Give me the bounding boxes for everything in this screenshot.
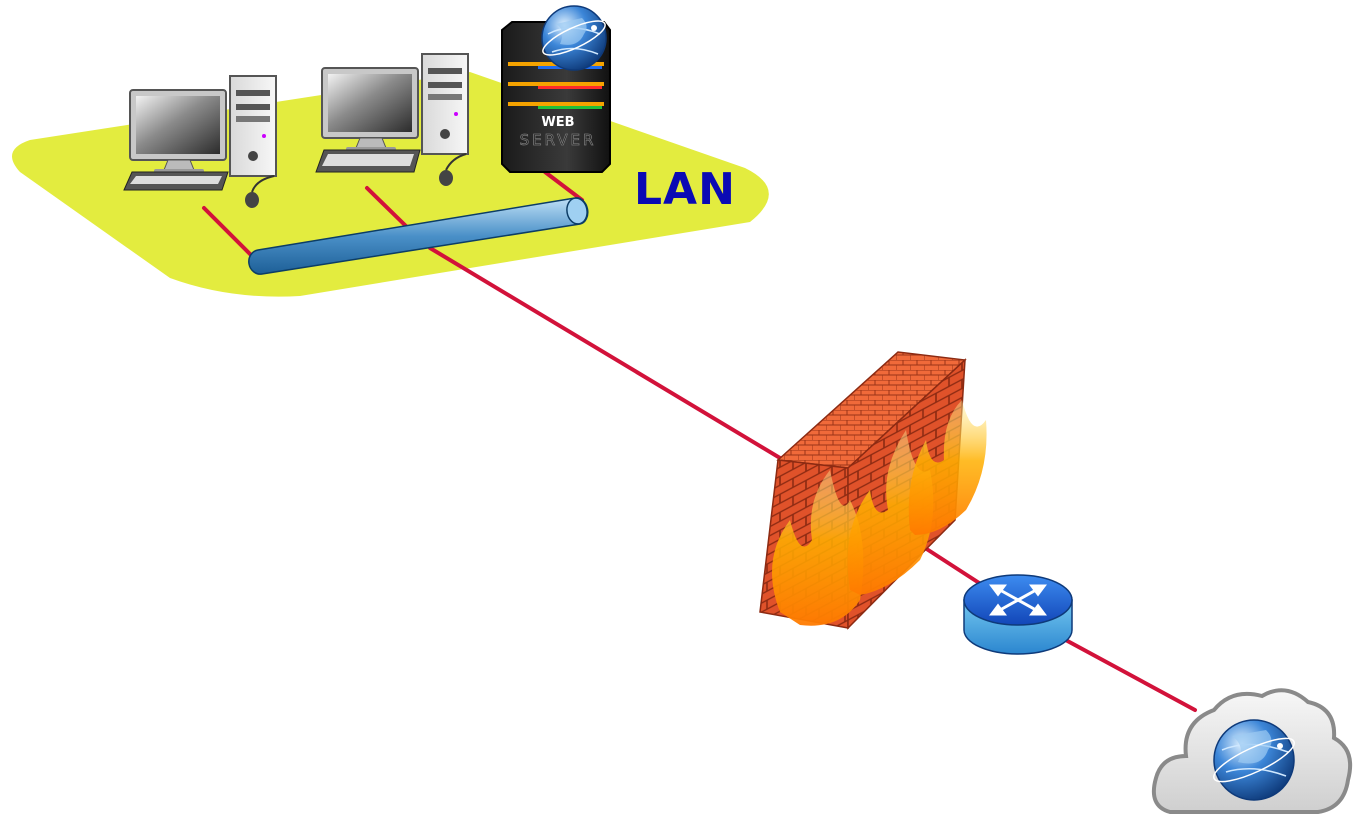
firewall-icon xyxy=(759,351,987,630)
link-bus-firewall xyxy=(428,246,802,472)
lan-label: LAN xyxy=(634,164,736,215)
globe-icon xyxy=(541,5,607,71)
router-icon xyxy=(963,574,1073,655)
desktop-computer-icon xyxy=(315,53,469,186)
server-label-line2: SERVER xyxy=(520,131,597,149)
server-label-line1: WEB xyxy=(541,115,574,130)
cloud-globe-icon xyxy=(1151,688,1353,814)
link-server-bus xyxy=(543,170,584,202)
network-links xyxy=(202,170,1197,712)
link-router-cloud xyxy=(1060,636,1197,712)
link-ws1-bus xyxy=(202,206,260,264)
desktop-computer-icon xyxy=(123,75,277,208)
network-bus-icon xyxy=(248,197,589,275)
link-ws2-bus xyxy=(365,186,412,232)
